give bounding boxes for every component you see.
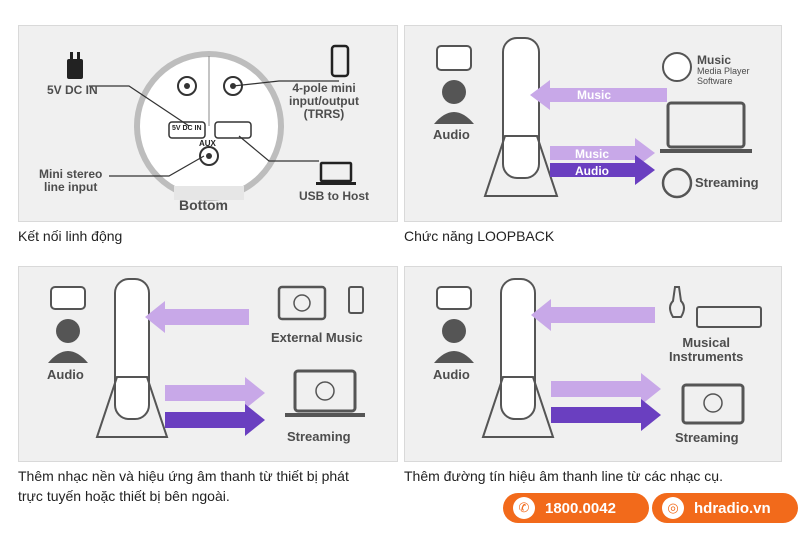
dc-in-label: 5V DC IN xyxy=(47,83,98,97)
globe-web-icon: ◎ xyxy=(662,497,684,519)
laptop-icon xyxy=(666,101,746,149)
app-subtitle: Media Player Software xyxy=(697,66,750,86)
audio-label: Audio xyxy=(433,367,470,382)
mini-stereo-label: Mini stereo line input xyxy=(39,167,103,195)
bottom-label: Bottom xyxy=(179,197,228,213)
plug-icon xyxy=(67,59,83,79)
guitar-icon xyxy=(669,286,685,318)
port-aux-label: AUX xyxy=(199,139,216,148)
phone-call-icon: ✆ xyxy=(513,497,535,519)
laptop-icon xyxy=(293,369,357,413)
website-text: hdradio.vn xyxy=(694,499,771,517)
person-icon xyxy=(56,319,80,343)
port-dc-label: 5V DC IN xyxy=(172,125,202,132)
external-music-panel: Audio External Music Streaming xyxy=(18,266,398,462)
website-pill[interactable]: ◎ hdradio.vn xyxy=(652,493,798,523)
audio-label: Audio xyxy=(433,127,470,142)
person-icon xyxy=(442,80,466,104)
caption-connections: Kết nối linh động xyxy=(18,228,123,244)
caption-instruments: Thêm đường tín hiệu âm thanh line từ các… xyxy=(404,468,723,484)
speech-bubble-icon xyxy=(436,286,472,310)
mic-bottom-diagram xyxy=(67,44,356,201)
caption-loopback: Chức năng LOOPBACK xyxy=(404,228,555,244)
audio-out-label: Audio xyxy=(575,164,609,178)
microphone-icon xyxy=(500,278,536,420)
connections-panel: 5V DC IN 4-pole mini input/output (TRRS)… xyxy=(18,25,398,222)
instruments-panel: Audio Musical Instruments Streaming xyxy=(404,266,782,462)
microphone-icon xyxy=(114,278,150,420)
laptop-icon xyxy=(319,161,353,183)
instruments-label: Musical Instruments xyxy=(669,335,744,365)
streaming-label: Streaming xyxy=(695,175,759,190)
globe-icon xyxy=(703,393,723,413)
music-out-label: Music xyxy=(575,147,610,161)
external-music-label: External Music xyxy=(271,330,363,345)
loopback-panel: Audio Music Music Audio Music Media Play… xyxy=(404,25,782,222)
speech-bubble-icon xyxy=(436,45,472,71)
music-in-label: Music xyxy=(577,88,612,102)
phone-pill[interactable]: ✆ 1800.0042 xyxy=(503,493,649,523)
caption-external: Thêm nhạc nền và hiệu ứng âm thanh từ th… xyxy=(18,468,349,504)
app-title: Music xyxy=(697,53,732,67)
tablet-icon xyxy=(277,285,327,321)
audio-label: Audio xyxy=(47,367,84,382)
phone-icon xyxy=(330,44,350,78)
laptop-icon xyxy=(681,383,745,425)
music-in-arrow xyxy=(530,80,667,110)
phone-icon xyxy=(348,286,364,314)
trrs-label: 4-pole mini input/output (TRRS) xyxy=(289,81,359,122)
speech-bubble-icon xyxy=(50,286,86,310)
globe-icon xyxy=(661,167,693,199)
phone-number: 1800.0042 xyxy=(545,499,616,517)
person-icon xyxy=(442,319,466,343)
music-app-icon xyxy=(662,52,692,82)
usb-label: USB to Host xyxy=(299,189,369,203)
streaming-label: Streaming xyxy=(287,429,351,444)
keyboard-icon xyxy=(696,306,762,328)
globe-icon xyxy=(315,381,335,401)
microphone-icon xyxy=(502,37,540,179)
streaming-label: Streaming xyxy=(675,430,739,445)
